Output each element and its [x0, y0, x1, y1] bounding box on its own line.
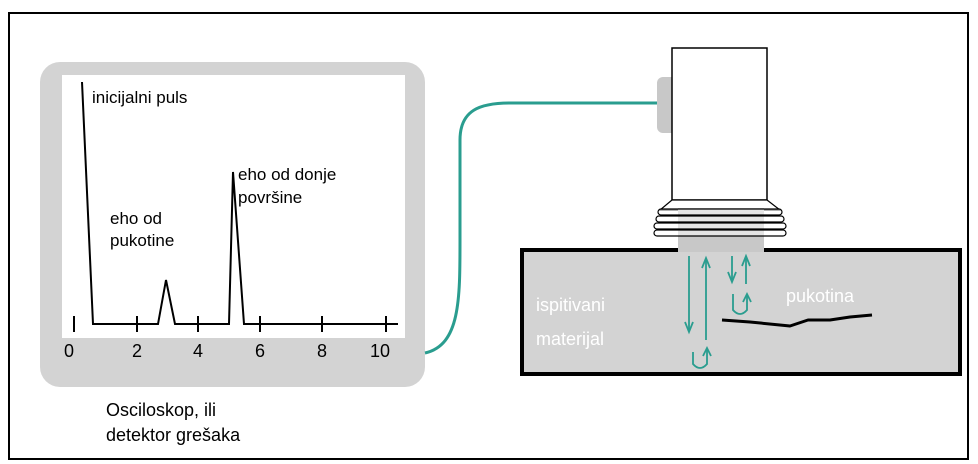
- oscilloscope-caption-line1: Osciloskop, ili: [106, 400, 216, 420]
- initial-pulse-label: inicijalni puls: [92, 88, 187, 107]
- crack-echo-label-line1: eho od: [110, 209, 162, 228]
- crack-label: pukotina: [786, 286, 855, 306]
- crack: [721, 313, 873, 328]
- bottom-echo-label-line2: površine: [238, 188, 302, 207]
- material-label-line2: materijal: [536, 329, 604, 349]
- material-label-line1: ispitivani: [536, 295, 605, 315]
- crack-echo-label-line2: pukotine: [110, 231, 174, 250]
- oscilloscope-screen: [62, 75, 405, 338]
- wave-paths: [684, 253, 752, 369]
- transducer-ribs: [653, 208, 787, 237]
- tick-label-6: 6: [255, 341, 265, 361]
- oscilloscope-caption-line2: detektor grešaka: [106, 425, 241, 445]
- tick-label-10: 10: [370, 341, 390, 361]
- transducer: [653, 47, 787, 252]
- tick-label-4: 4: [193, 341, 203, 361]
- bottom-echo-label-line1: eho od donje: [238, 165, 336, 184]
- cable: [424, 101, 662, 355]
- signal-trace: [81, 81, 398, 325]
- tick-label-8: 8: [317, 341, 327, 361]
- tick-label-0: 0: [64, 341, 74, 361]
- test-material: [520, 248, 962, 376]
- tick-label-2: 2: [132, 341, 142, 361]
- oscilloscope: 0 2 4 6 8 10 inicijalni puls eho od puko…: [40, 62, 425, 387]
- transducer-body: [671, 47, 768, 201]
